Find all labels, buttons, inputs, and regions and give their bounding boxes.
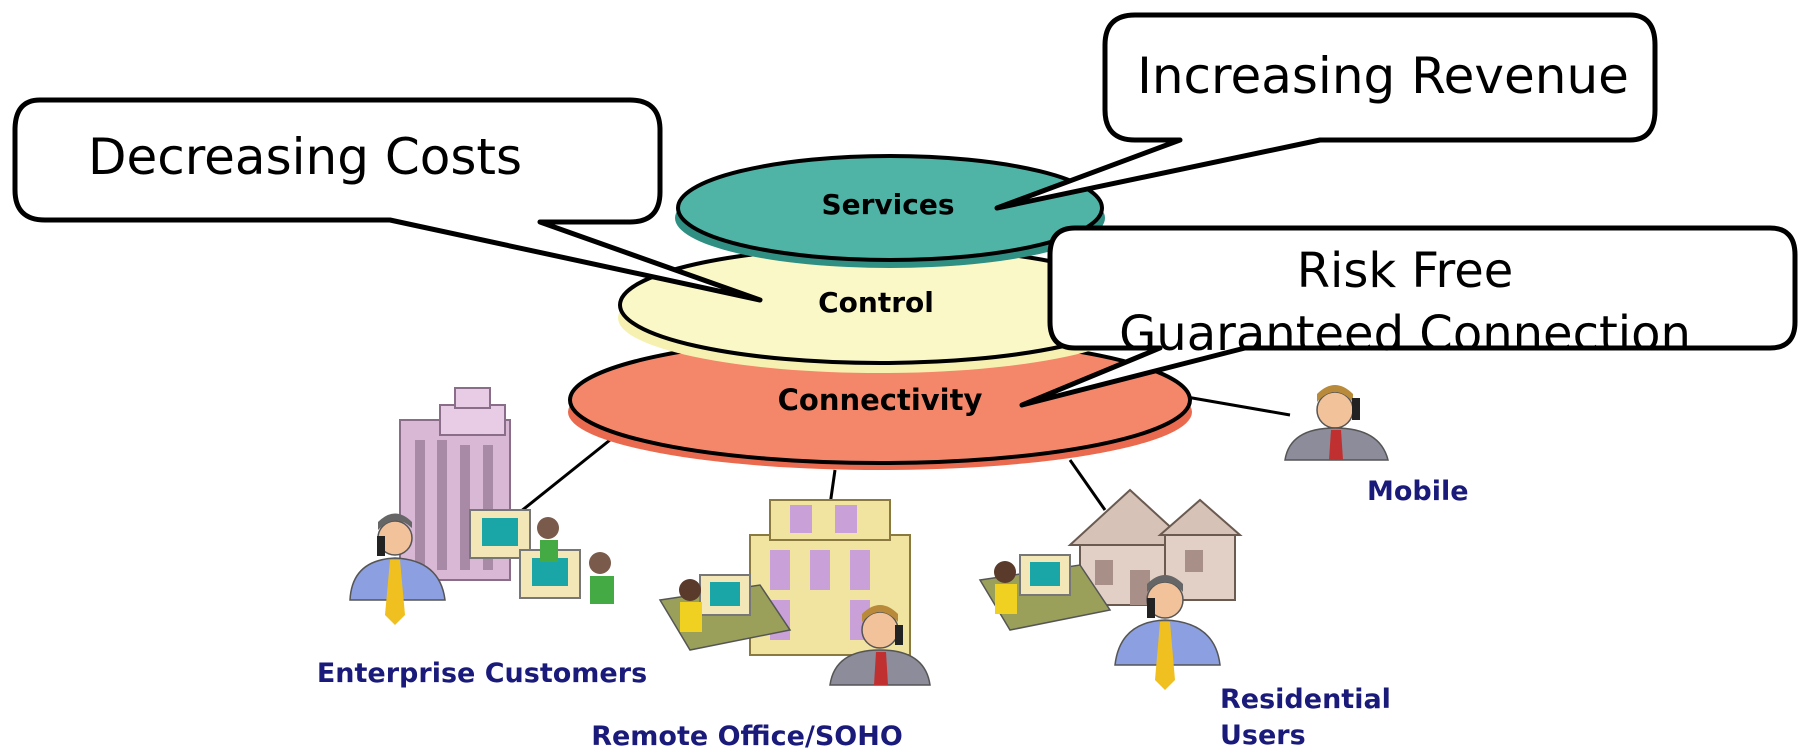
residential-workstation-icon bbox=[978, 554, 1112, 631]
connectivity-label: Connectivity bbox=[778, 383, 983, 417]
control-label: Control bbox=[818, 286, 934, 319]
layer-stack: Connectivity Control Services bbox=[568, 154, 1192, 470]
mobile-label: Mobile bbox=[1367, 476, 1469, 507]
services-label: Services bbox=[821, 188, 954, 221]
connection-lines bbox=[509, 393, 1291, 522]
residential-label-line2: Users bbox=[1220, 720, 1306, 751]
line-to-enterprise bbox=[509, 438, 611, 522]
residential-label-line1: Residential bbox=[1220, 684, 1391, 715]
mobile-person-phone-icon bbox=[1284, 385, 1389, 461]
remote-office-label: Remote Office/SOHO bbox=[591, 721, 903, 751]
residential-person-phone-icon bbox=[1114, 575, 1221, 690]
control-layer: Control bbox=[618, 245, 1142, 373]
line-to-mobile bbox=[1174, 393, 1291, 417]
enterprise-customers-label: Enterprise Customers bbox=[317, 658, 647, 689]
guaranteed-connection-text: Guaranteed Connection bbox=[1119, 306, 1691, 362]
increasing-revenue-text: Increasing Revenue bbox=[1137, 47, 1629, 105]
remote-office-workstation-icon bbox=[658, 574, 792, 651]
line-to-residential bbox=[1068, 459, 1107, 511]
risk-free-text: Risk Free bbox=[1297, 243, 1514, 299]
segment-labels: Enterprise Customers Remote Office/SOHO … bbox=[317, 476, 1469, 751]
enterprise-workstations-icon bbox=[469, 509, 614, 604]
services-layer: Services bbox=[675, 154, 1105, 268]
decreasing-costs-text: Decreasing Costs bbox=[88, 128, 522, 186]
callout-risk-free: Risk Free Guaranteed Connection bbox=[1019, 225, 1798, 408]
connectivity-layer: Connectivity bbox=[568, 335, 1192, 470]
callout-decreasing-costs: Decreasing Costs bbox=[12, 97, 763, 303]
callout-increasing-revenue: Increasing Revenue bbox=[994, 12, 1658, 211]
remote-office-person-phone-icon bbox=[829, 605, 931, 686]
enterprise-person-phone-icon bbox=[349, 513, 446, 625]
